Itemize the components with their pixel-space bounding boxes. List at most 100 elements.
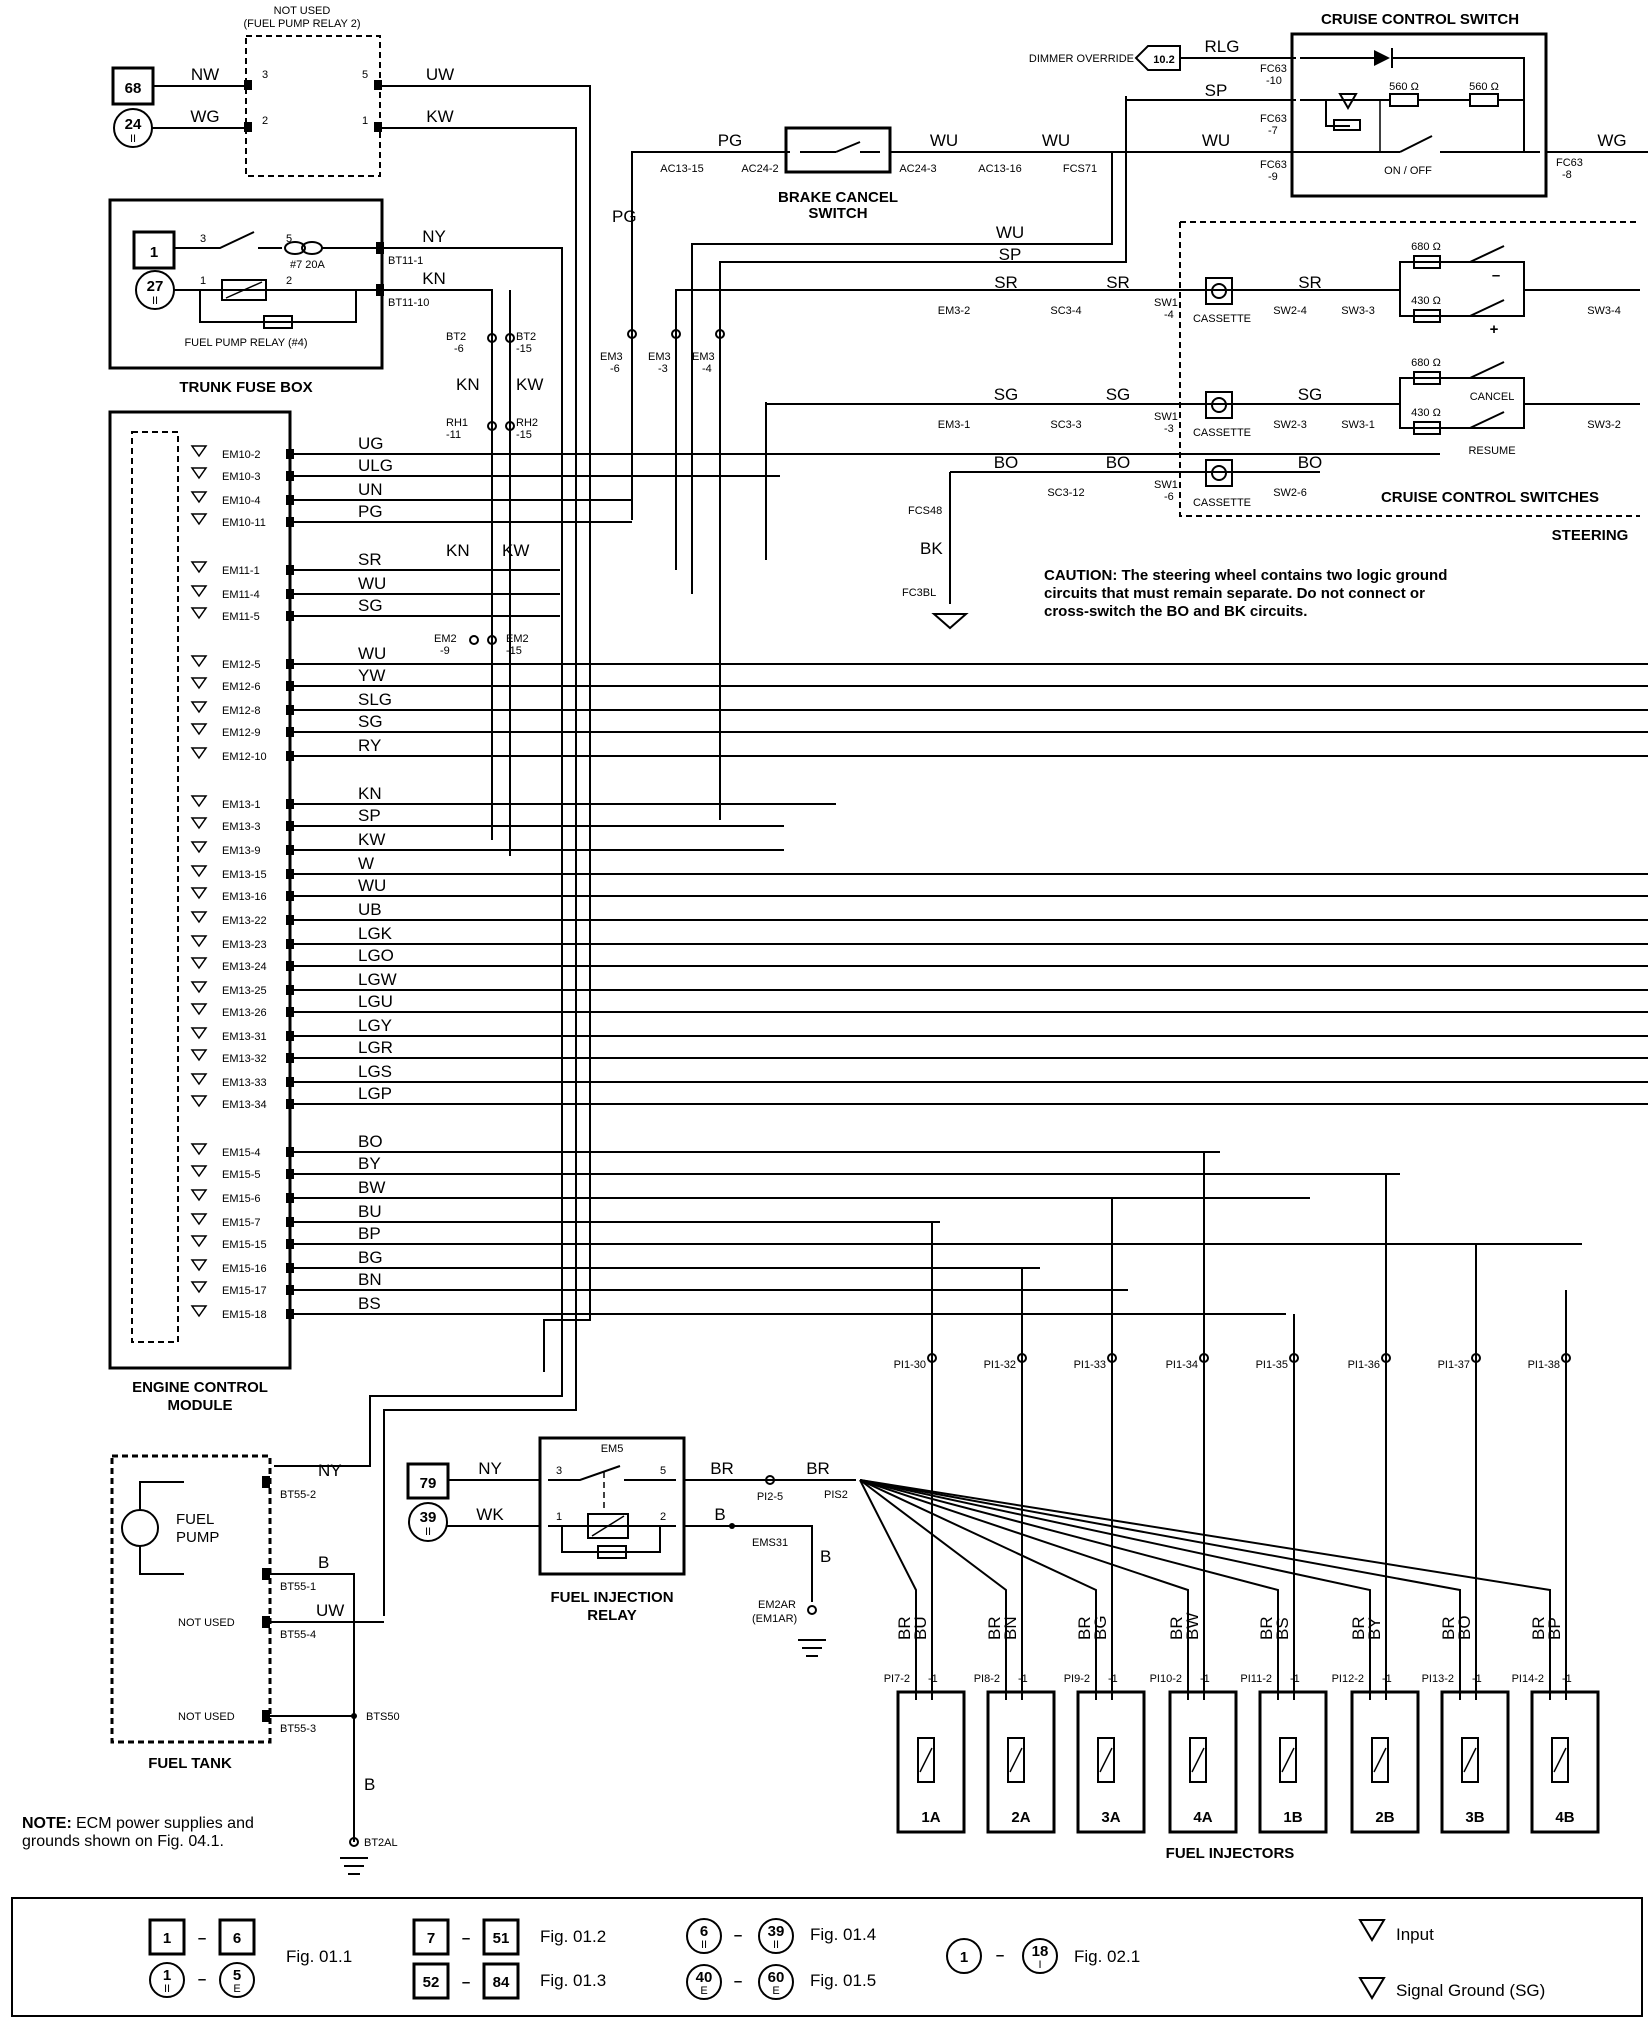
steering-title: STEERING <box>1552 527 1629 544</box>
diode-line-b <box>1392 57 1525 152</box>
em3-4-socket <box>715 329 725 339</box>
ecm-title-1: ENGINE CONTROL <box>132 1379 268 1396</box>
em3-6-label-b: -6 <box>610 363 620 375</box>
injector-coil-slash <box>1009 1747 1023 1773</box>
pi1-socket <box>1107 1353 1117 1363</box>
fuel-tank-title: FUEL TANK <box>148 1755 232 1772</box>
ecm-pin-label: EM13-26 <box>222 1007 267 1019</box>
cruise-switch-title: CRUISE CONTROL SWITCH <box>1321 11 1519 28</box>
bt2-15-label-b: -15 <box>516 343 532 355</box>
injector-name: 1B <box>1283 1809 1302 1826</box>
legend: 1 – 6 1 II – 5 E Fig. 01.1 7 – 51 Fig. 0… <box>11 1897 1643 2017</box>
relay4-coil-slash <box>225 281 263 299</box>
ecm-pin-label: EM11-5 <box>222 611 260 623</box>
injector-br-wire <box>859 1479 1097 1700</box>
pin-type-icon <box>190 1095 208 1108</box>
ecm-pin-row: EM13-1KN <box>190 784 560 811</box>
ecm-wire-label: ULG <box>358 456 393 475</box>
ecm-wire-label: SLG <box>358 690 392 709</box>
em3-connectors: EM3 -6 EM3 -3 EM3 -4 <box>600 329 725 820</box>
sr-resistor-bottom <box>1399 290 1525 317</box>
fuel-injectors-title: FUEL INJECTORS <box>1166 1845 1295 1862</box>
ref-circle-39 <box>408 1502 448 1542</box>
pump-wire-bottom <box>139 1546 184 1575</box>
ecm-pin-terminal <box>286 449 294 459</box>
ecm-wire-label: SG <box>358 712 383 731</box>
injector-name: 1A <box>921 1809 940 1826</box>
ecm-wire-label: SG <box>358 596 383 615</box>
relay4-coil <box>221 279 267 301</box>
sg-resistor-top <box>1399 377 1525 404</box>
ecm-pin-row: EM12-6YW <box>190 666 560 693</box>
legend-g3-fig: Fig. 01.3 <box>540 1971 606 1990</box>
bt2al-label: BT2AL <box>364 1837 398 1849</box>
pi1-label: PI1-32 <box>984 1359 1016 1371</box>
legend-g1-c1 <box>149 1962 185 1998</box>
kw-label-2: KW <box>502 541 529 560</box>
injector-coil <box>1371 1737 1389 1783</box>
injector-coil <box>1097 1737 1115 1783</box>
pin-type-icon <box>190 1165 208 1178</box>
ecm-wire-label: YW <box>358 666 385 685</box>
legend-g4-c2 <box>758 1918 794 1954</box>
fuel-tank: FUEL TANK FUEL PUMP BT55-2 BT55-1 BT55-4… <box>110 1454 400 1875</box>
injector-body <box>1530 1690 1600 1834</box>
legend-box <box>11 1897 1643 2017</box>
injector-pin2-label: PI14-2 <box>1512 1673 1544 1685</box>
pin-type-icon <box>190 911 208 924</box>
injector-pin1-label: -1 <box>1018 1673 1028 1685</box>
wire-wu-label: WU <box>1202 131 1230 150</box>
fuel-injection-relay: 79 39 II NY WK EM5 3 5 1 2 FUEL INJECTIO… <box>406 1436 856 1657</box>
injector-body <box>1350 1690 1420 1834</box>
pi1-label: PI1-30 <box>894 1359 926 1371</box>
pin-type-icon <box>190 747 208 760</box>
pin-type-icon <box>190 935 208 948</box>
em3-1-label: EM3-1 <box>938 419 970 431</box>
sc3-3-label: SC3-3 <box>1050 419 1081 431</box>
injector-pin2-label: PI11-2 <box>1240 1673 1272 1685</box>
bt55-4-label: BT55-4 <box>280 1629 316 1641</box>
sc3-4-label: SC3-4 <box>1050 305 1081 317</box>
injector-list: PI1-30BRBUPI7-2-11API1-32BRBNPI8-2-12API… <box>859 1152 1600 1834</box>
relay2-title: NOT USED <box>274 5 331 17</box>
ecm-wire-label: UG <box>358 434 384 453</box>
legend-g5-c1 <box>686 1964 722 2000</box>
relay2-subtitle: (FUEL PUMP RELAY 2) <box>244 18 361 30</box>
pin-type-icon <box>190 1049 208 1062</box>
rh1-socket <box>487 421 497 431</box>
r1-body <box>1389 93 1419 107</box>
ecm-wire-label: W <box>358 854 374 873</box>
kn-label-1: KN <box>456 375 480 394</box>
legend-g5-c2-sub: E <box>772 1985 779 1997</box>
legend-g5-dash: – <box>734 1973 742 1990</box>
wire-b-fi-label: B <box>714 1505 725 1524</box>
pi1-socket <box>1289 1353 1299 1363</box>
fuel-tank-uw-label: UW <box>316 1601 344 1620</box>
bt2-6-socket <box>487 333 497 343</box>
ac24-2-label: AC24-2 <box>741 163 778 175</box>
injector-signal-label: BO <box>1455 1615 1474 1640</box>
wire-nw-label: NW <box>191 65 219 84</box>
brake-cancel-switch: PG PG AC13-15 AC24-2 BRAKE CANCEL SWITCH… <box>612 96 1340 594</box>
ref-box-68-label: 68 <box>125 80 142 97</box>
em2-9-label-b: -9 <box>440 645 450 657</box>
ref-10-2-label: 10.2 <box>1153 54 1174 66</box>
ecm-pin-terminal <box>286 845 294 855</box>
pin-type-icon <box>190 1213 208 1226</box>
dimmer-override-label: DIMMER OVERRIDE <box>1029 53 1134 65</box>
ecm-pin-label: EM13-24 <box>222 961 267 973</box>
ecm-wire-label: LGY <box>358 1016 392 1035</box>
ecm-pin-row: EM15-6BW <box>190 1178 560 1205</box>
pin-type-icon <box>190 887 208 900</box>
ecm-pin-row: EM15-7BU <box>190 1202 560 1229</box>
ecm-wire-label: LGR <box>358 1038 393 1057</box>
wire-ny-fuse <box>274 247 563 1467</box>
ecm-pin-terminal <box>286 471 294 481</box>
